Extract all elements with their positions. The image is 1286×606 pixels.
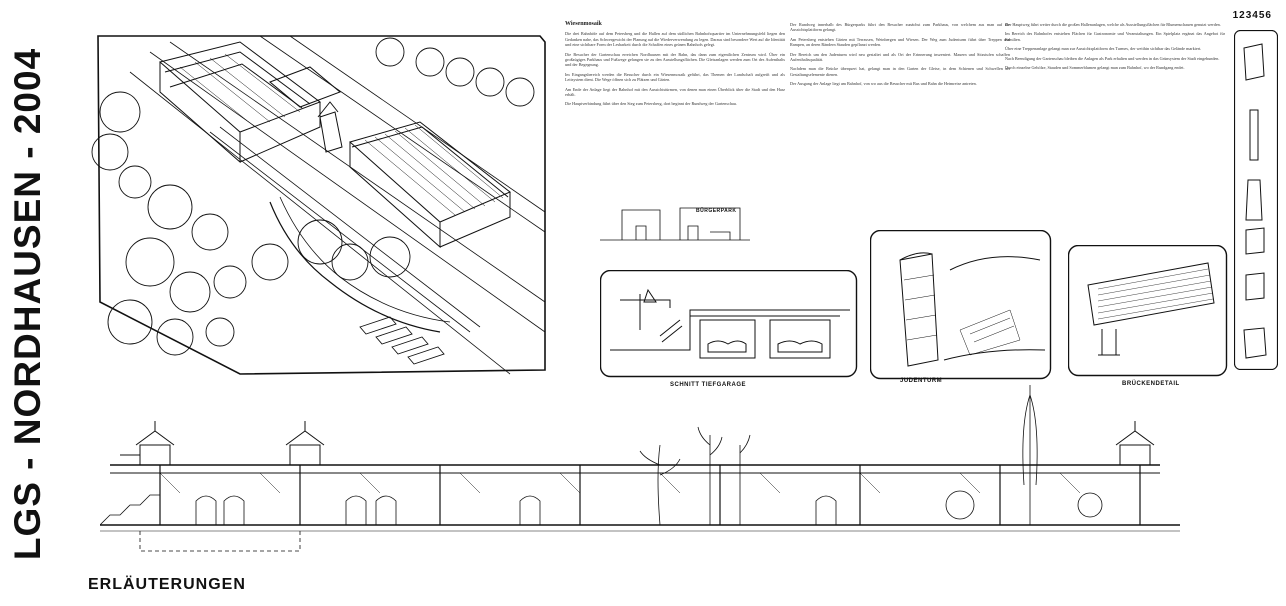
long-section-drawing (99, 355, 1280, 555)
aerial-perspective-drawing (90, 32, 550, 378)
paragraph: Im Eingangsbereich werden die Besucher d… (565, 71, 785, 83)
paragraph: Der Bereich um den Judenturm wird neu ge… (790, 51, 1010, 63)
text-column-3: Der Hauptweg führt weiter durch die groß… (1005, 22, 1225, 74)
caption-judenturm: JUDENTURM (900, 378, 943, 384)
paragraph: Im Bereich des Bahnhofes entstehen Fläch… (1005, 31, 1225, 42)
paragraph: Am Ende der Anlage liegt der Bahnhof mit… (565, 86, 785, 98)
text-heading: Wiesenmosaik (565, 21, 602, 27)
paragraph: Der Hauptweg führt weiter durch die groß… (1005, 22, 1221, 27)
paragraph: Nachdem man die Brücke überquert hat, ge… (790, 66, 1010, 77)
detail-brueckenteil: BRÜCKENDETAIL (1068, 245, 1228, 387)
paragraph: Nach Beendigung der Gartenschau bleiben … (1005, 55, 1220, 61)
footer-heading: ERLÄUTERUNGEN (88, 576, 246, 593)
detail-strip (1233, 29, 1279, 371)
sign-text: BÜRGERPARK (696, 208, 737, 214)
paragraph: Durch einzelne Gehölze, Stauden und Somm… (1005, 65, 1185, 71)
paragraph: Die drei Bahnhöfe auf dem Petersberg und… (565, 31, 785, 48)
paragraph: Die Hauptverbindung führt über den Steg … (565, 101, 737, 107)
detail-tiefgarage: SCHNITT TIEFGARAGE (600, 270, 858, 388)
caption-tiefgarage: SCHNITT TIEFGARAGE (670, 382, 746, 388)
paragraph: Am Petersberg entstehen Gärten mit Terra… (790, 36, 1010, 48)
caption-brueckenteil: BRÜCKENDETAIL (1122, 381, 1180, 387)
text-column-1: Wiesenmosaik Die drei Bahnhöfe auf dem P… (565, 21, 785, 111)
detail-judenturm: JUDENTURM (870, 230, 1052, 384)
paragraph: Der Ausgang der Anlage liegt am Bahnhof,… (790, 81, 977, 87)
text-column-2: Der Rundweg innerhalb des Bürgerparks fü… (790, 22, 1010, 91)
plan-number: 123456 (1232, 10, 1272, 21)
entrance-elevation-sketch: BÜRGERPARK (600, 196, 750, 246)
paragraph: Die Besucher der Gartenschau erreichen N… (565, 51, 785, 68)
paragraph: Der Rundweg innerhalb des Bürgerparks fü… (790, 22, 1010, 33)
vertical-title: LGS - NORDHAUSEN - 2004 (7, 47, 48, 561)
paragraph: Über eine Treppenanlage gelangt man zur … (1005, 46, 1202, 52)
